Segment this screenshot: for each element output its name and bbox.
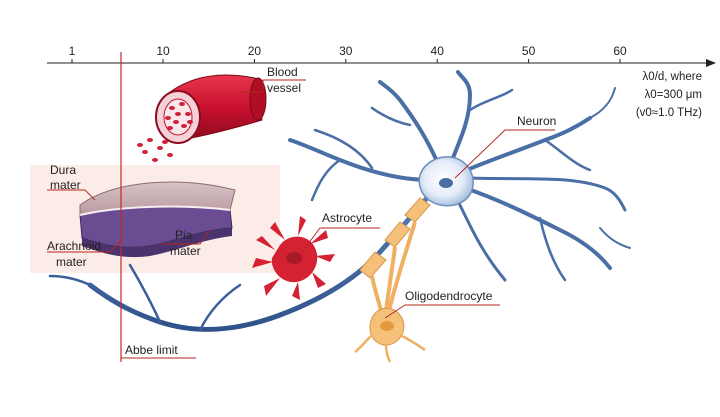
axis-tick-label: 10	[156, 44, 170, 58]
neuron	[288, 70, 631, 282]
astrocyte-process	[312, 272, 326, 288]
blood-cell	[147, 138, 153, 142]
axis-tick-label: 60	[613, 44, 627, 58]
myelin-segment	[359, 251, 387, 279]
blood-cell	[165, 116, 171, 120]
axis-tick-label: 1	[69, 44, 76, 58]
neuron-dendrite	[288, 138, 432, 182]
blood-vessel	[137, 74, 267, 162]
oligodendrocyte-leader	[384, 304, 500, 319]
blood-cell	[142, 150, 148, 154]
label-dura-1: Dura	[50, 163, 76, 177]
blood-vessel-leader	[238, 79, 306, 93]
astrocyte-process	[298, 216, 306, 236]
neuron-dendrite	[468, 88, 514, 112]
blood-cell	[175, 112, 181, 116]
label-abbe-limit: Abbe limit	[125, 343, 178, 357]
blood-cell	[179, 102, 185, 106]
axon-branch	[198, 283, 242, 332]
callout-lines	[47, 79, 555, 359]
oligodendrocyte-process	[386, 221, 417, 316]
neuron-dendrite	[310, 158, 342, 202]
blood-cell	[162, 140, 168, 144]
blood-cell	[181, 124, 187, 128]
astrocyte-process	[270, 222, 285, 240]
axon-branch	[128, 263, 162, 324]
neuron-nucleus	[439, 178, 453, 188]
astrocyte-nucleus	[286, 252, 302, 264]
blood-cell	[167, 153, 173, 157]
astrocyte-leader	[301, 227, 380, 253]
neuron-dendrite	[378, 80, 442, 170]
astrocyte-process	[310, 230, 328, 244]
axis-tick-label: 40	[431, 44, 445, 58]
label-astrocyte: Astrocyte	[322, 211, 372, 225]
blood-cell	[169, 106, 175, 110]
axis-note-line3: (v0≈1.0 THz)	[636, 107, 702, 119]
neuron-dendrite	[538, 216, 567, 282]
axis-note-line1: λ0/d, where	[643, 71, 702, 83]
neuron-leader	[454, 129, 555, 179]
axis-note-line2: λ0=300 μm	[645, 89, 702, 101]
astrocyte-process	[292, 282, 300, 300]
pia-layer	[82, 228, 232, 258]
neuron-dendrite	[453, 193, 507, 282]
oligodendrocyte-process	[399, 333, 426, 352]
astrocyte-process	[264, 278, 280, 296]
neuron-dendrite	[543, 138, 592, 172]
neuron-dendrite	[446, 70, 473, 172]
axon-branch	[48, 274, 92, 287]
neuron-dendrite	[589, 87, 616, 119]
label-dura-2: mater	[50, 178, 81, 192]
neuron-dendrite	[599, 227, 631, 249]
vessel-far-end	[249, 77, 267, 121]
dura-leader	[47, 189, 96, 201]
axis-tick-label: 30	[339, 44, 353, 58]
meninges	[79, 181, 236, 258]
label-neuron: Neuron	[517, 114, 556, 128]
oligodendrocyte-process	[384, 344, 392, 363]
scale-axis: 1 10 20 30 40 50 60 λ0/d, where λ0=300 μm (v0≈…	[47, 44, 716, 119]
blood-cell	[167, 126, 173, 130]
blood-cell	[137, 143, 143, 147]
astrocyte	[252, 216, 335, 300]
neuron-dendrite	[313, 128, 374, 170]
callout-labels: Blood vessel Dura mater Pia mater Arachn…	[47, 65, 556, 357]
axis-tick-label: 50	[522, 44, 536, 58]
label-blood-vessel-2: vessel	[267, 81, 301, 95]
pia-leader	[162, 229, 211, 245]
neuron-dendrite	[370, 106, 412, 127]
blood-cell	[157, 146, 163, 150]
label-pia-2: mater	[170, 244, 201, 258]
astrocyte-process	[315, 254, 335, 262]
neuron-soma-group	[418, 156, 474, 207]
astrocyte-process	[256, 236, 275, 250]
blood-cell	[187, 120, 193, 124]
neuron-dendrite	[463, 186, 612, 270]
arachnoid-leader	[47, 239, 123, 253]
neuron-dendrite	[468, 176, 627, 212]
label-arachnoid-2: mater	[56, 255, 87, 269]
label-pia-1: Pia	[175, 228, 193, 242]
label-blood-vessel-1: Blood	[267, 65, 298, 79]
axis-arrowhead	[706, 59, 716, 67]
dura-edge	[79, 205, 231, 216]
myelin-segment	[404, 197, 431, 223]
myelin-segment	[384, 221, 411, 248]
oligodendrocyte-process	[354, 334, 373, 353]
blood-cell	[185, 112, 191, 116]
axis-tick-label: 20	[248, 44, 262, 58]
blood-cell	[152, 158, 158, 162]
blood-cell	[173, 120, 179, 124]
label-arachnoid-1: Arachnoid	[47, 239, 101, 253]
label-oligodendrocyte: Oligodendrocyte	[405, 289, 493, 303]
astrocyte-process	[252, 258, 273, 268]
oligodendrocyte	[354, 197, 431, 363]
oligodendrocyte-nucleus	[380, 321, 394, 331]
